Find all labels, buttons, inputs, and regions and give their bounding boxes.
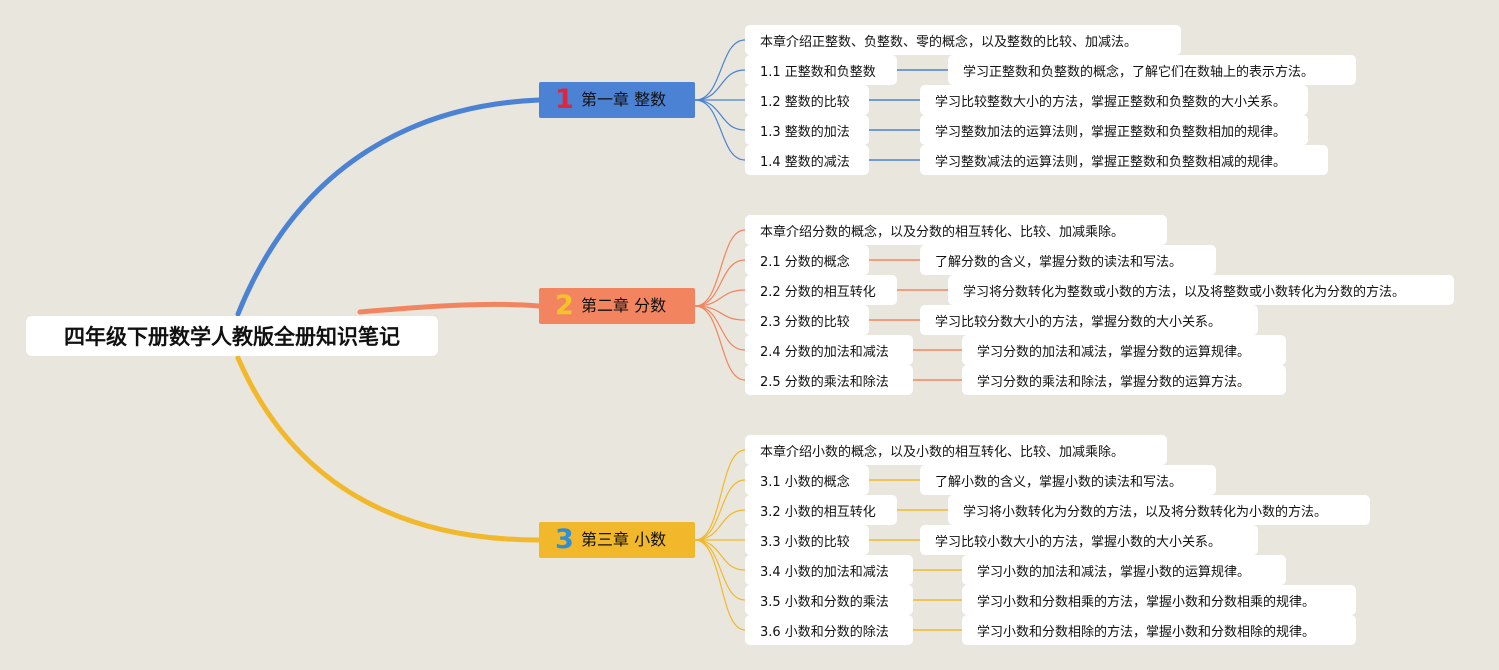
child-connector xyxy=(694,449,746,541)
chapter-intro[interactable]: 本章介绍正整数、负整数、零的概念，以及整数的比较、加减法。 xyxy=(745,25,1181,55)
section-label-node[interactable]: 1.4 整数的减法 xyxy=(745,145,869,175)
section-description-node[interactable]: 学习分数的加法和减法，掌握分数的运算规律。 xyxy=(962,335,1286,365)
child-connector xyxy=(694,99,746,161)
section-description-node[interactable]: 了解小数的含义，掌握小数的读法和写法。 xyxy=(920,465,1216,495)
chapter-title: 第二章 分数 xyxy=(581,296,667,315)
chapter-1-node[interactable]: 1 第一章 整数 xyxy=(539,82,695,118)
child-connector xyxy=(694,539,746,631)
chapter-intro[interactable]: 本章介绍分数的概念，以及分数的相互转化、比较、加减乘除。 xyxy=(745,215,1167,245)
section-description-node[interactable]: 学习小数和分数相除的方法，掌握小数和分数相除的规律。 xyxy=(962,615,1356,645)
section-description-node[interactable]: 学习比较小数大小的方法，掌握小数的大小关系。 xyxy=(920,525,1258,555)
child-connector xyxy=(694,259,746,307)
section-description-node[interactable]: 学习分数的乘法和除法，掌握分数的运算方法。 xyxy=(962,365,1286,395)
section-label-node[interactable]: 2.5 分数的乘法和除法 xyxy=(745,365,913,395)
section-description-node[interactable]: 学习整数加法的运算法则，掌握正整数和负整数相加的规律。 xyxy=(920,115,1308,145)
child-connector xyxy=(694,289,746,307)
section-label-node[interactable]: 3.5 小数和分数的乘法 xyxy=(745,585,913,615)
branch-line-chapter-2 xyxy=(357,301,542,315)
section-description-node[interactable]: 学习比较整数大小的方法，掌握正整数和负整数的大小关系。 xyxy=(920,85,1308,115)
chapter-intro[interactable]: 本章介绍小数的概念，以及小数的相互转化、比较、加减乘除。 xyxy=(745,435,1167,465)
section-label-node[interactable]: 3.2 小数的相互转化 xyxy=(745,495,897,525)
section-description-node[interactable]: 了解分数的含义，掌握分数的读法和写法。 xyxy=(920,245,1216,275)
section-description-node[interactable]: 学习小数和分数相乘的方法，掌握小数和分数相乘的规律。 xyxy=(962,585,1356,615)
child-connector xyxy=(694,479,746,541)
section-label-node[interactable]: 3.1 小数的概念 xyxy=(745,465,869,495)
child-connector xyxy=(694,509,746,541)
section-description-node[interactable]: 学习小数的加法和减法，掌握小数的运算规律。 xyxy=(962,555,1286,585)
chapter-3-node[interactable]: 3 第三章 小数 xyxy=(539,522,695,558)
chapter-number-badge: 3 xyxy=(555,524,574,555)
child-connector xyxy=(694,539,746,601)
section-label-node[interactable]: 3.4 小数的加法和减法 xyxy=(745,555,913,585)
section-label-node[interactable]: 3.3 小数的比较 xyxy=(745,525,869,555)
section-description-node[interactable]: 学习将小数转化为分数的方法，以及将分数转化为小数的方法。 xyxy=(948,495,1370,525)
child-connector xyxy=(694,99,746,131)
section-label-node[interactable]: 2.3 分数的比较 xyxy=(745,305,869,335)
child-connector xyxy=(694,39,746,101)
section-label-node[interactable]: 2.4 分数的加法和减法 xyxy=(745,335,913,365)
section-label-node[interactable]: 2.2 分数的相互转化 xyxy=(745,275,897,305)
chapter-title: 第三章 小数 xyxy=(581,530,667,549)
child-connector xyxy=(694,305,746,351)
section-label-node[interactable]: 1.1 正整数和负整数 xyxy=(745,55,897,85)
branch-line-chapter-1 xyxy=(235,97,542,317)
section-description-node[interactable]: 学习将分数转化为整数或小数的方法，以及将整数或小数转化为分数的方法。 xyxy=(948,275,1454,305)
section-label-node[interactable]: 2.1 分数的概念 xyxy=(745,245,869,275)
section-description-node[interactable]: 学习整数减法的运算法则，掌握正整数和负整数相减的规律。 xyxy=(920,145,1328,175)
chapter-number-badge: 2 xyxy=(555,290,574,321)
section-description-node[interactable]: 学习比较分数大小的方法，掌握分数的大小关系。 xyxy=(920,305,1258,335)
child-connector xyxy=(694,305,746,381)
branch-line-chapter-3 xyxy=(235,355,542,543)
child-connector xyxy=(694,69,746,101)
chapter-2-node[interactable]: 2 第二章 分数 xyxy=(539,288,695,324)
chapter-title: 第一章 整数 xyxy=(581,90,667,109)
child-connector xyxy=(694,539,746,571)
root-topic[interactable]: 四年级下册数学人教版全册知识笔记 xyxy=(26,316,438,356)
section-label-node[interactable]: 1.3 整数的加法 xyxy=(745,115,869,145)
chapter-number-badge: 1 xyxy=(555,84,574,115)
child-connector xyxy=(694,229,746,307)
child-connector xyxy=(694,305,746,321)
section-description-node[interactable]: 学习正整数和负整数的概念，了解它们在数轴上的表示方法。 xyxy=(948,55,1356,85)
section-label-node[interactable]: 3.6 小数和分数的除法 xyxy=(745,615,913,645)
section-label-node[interactable]: 1.2 整数的比较 xyxy=(745,85,869,115)
